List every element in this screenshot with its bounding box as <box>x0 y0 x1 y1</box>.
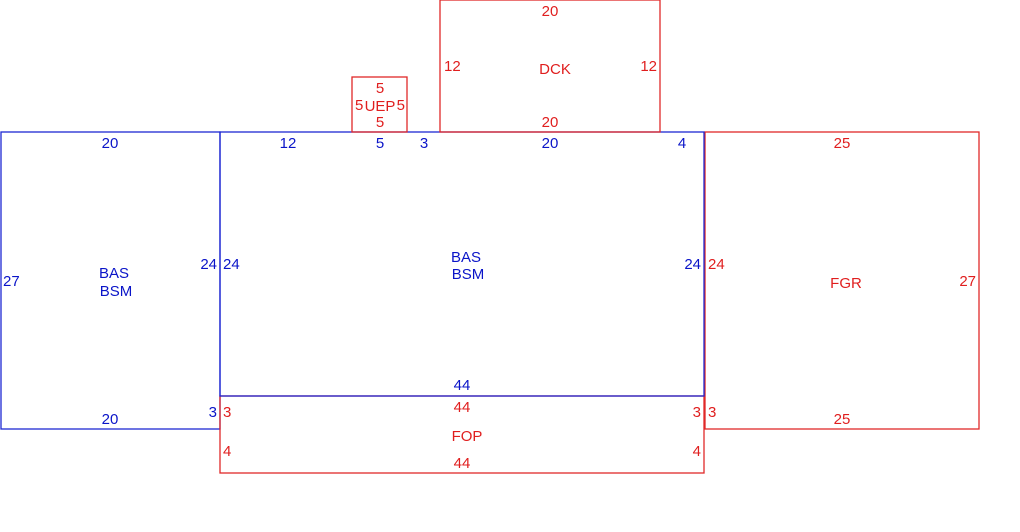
uep-left-dim: 5 <box>355 97 363 114</box>
uep-outline <box>351 76 408 133</box>
uep-top-dim: 5 <box>376 80 384 97</box>
bas-main-bottom-dim: 44 <box>454 377 471 394</box>
fgr-step-dim: 3 <box>708 404 716 421</box>
dck-right-dim: 12 <box>640 58 657 75</box>
bas-main-top-dim-a: 12 <box>280 135 297 152</box>
fop-left-top-dim: 3 <box>223 404 231 421</box>
bas-left-code-2: BSM <box>100 283 133 300</box>
bas-main-top-dim-b: 5 <box>376 135 384 152</box>
fgr-outline <box>704 131 980 430</box>
bas-main-right-dim: 24 <box>684 256 701 273</box>
dck-bottom-dim: 20 <box>542 114 559 131</box>
bas-main-left-dim: 24 <box>223 256 240 273</box>
dck-left-dim: 12 <box>444 58 461 75</box>
bas-left-right-dim: 24 <box>200 256 217 273</box>
dck-code: DCK <box>539 61 571 78</box>
dck-top-dim: 20 <box>542 3 559 20</box>
bas-left-top-dim: 20 <box>102 135 119 152</box>
fop-top-dim: 44 <box>454 399 471 416</box>
bas-main-code-2: BSM <box>452 266 485 283</box>
uep-right-dim: 5 <box>397 97 405 114</box>
fgr-left-dim: 24 <box>708 256 725 273</box>
uep-bottom-dim: 5 <box>376 114 384 131</box>
dck-outline <box>439 0 661 133</box>
fop-code: FOP <box>452 428 483 445</box>
bas-main-code-1: BAS <box>451 249 481 266</box>
fop-left-bottom-dim: 4 <box>223 443 231 460</box>
bas-left-bottom-dim: 20 <box>102 411 119 428</box>
bas-left-code-1: BAS <box>99 265 129 282</box>
bas-main-top-dim-e: 4 <box>678 135 686 152</box>
fgr-bottom-dim: 25 <box>834 411 851 428</box>
bas-left-step-dim: 3 <box>209 404 217 421</box>
fop-right-bottom-dim: 4 <box>693 443 701 460</box>
fgr-code: FGR <box>830 275 862 292</box>
fop-right-top-dim: 3 <box>693 404 701 421</box>
fgr-right-dim: 27 <box>959 273 976 290</box>
fgr-top-dim: 25 <box>834 135 851 152</box>
bas-main-top-dim-c: 3 <box>420 135 428 152</box>
bas-left-left-dim: 27 <box>3 273 20 290</box>
uep-code: UEP <box>365 98 396 115</box>
fop-bottom-dim: 44 <box>454 455 471 472</box>
bas-main-top-dim-d: 20 <box>542 135 559 152</box>
